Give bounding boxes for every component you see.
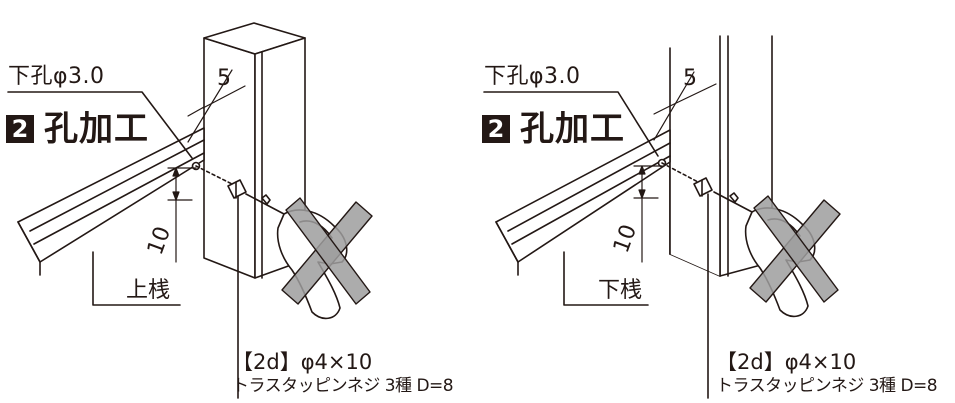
dim-height-lines [633, 165, 663, 263]
dim-offset-label: 5 [683, 66, 697, 91]
step-number-badge: 2 [6, 115, 34, 143]
prohibited-cross-icon [749, 195, 841, 303]
prohibited-cross-icon [281, 197, 373, 305]
pilot-hole-label: 下孔φ3.0 [8, 64, 105, 89]
rail-leader [563, 251, 649, 306]
screw-desc-label: トラスタッピンネジ 3種 D=8 [716, 376, 938, 396]
screw-icon [661, 162, 713, 399]
screw-size-label: 【2d】φ4×10 [716, 350, 857, 374]
pilot-hole-label: 下孔φ3.0 [484, 64, 581, 89]
dim-offset-label: 5 [217, 66, 231, 91]
assembly-drawing-lower [483, 35, 841, 399]
assembly-drawing-upper [7, 22, 373, 399]
pilot-hole-leader [483, 91, 659, 157]
screw-desc-label: トラスタッピンネジ 3種 D=8 [232, 376, 454, 396]
step-number-badge: 2 [482, 115, 510, 143]
step-heading: 2 孔加工 [482, 112, 625, 146]
dim-height-lines [167, 167, 197, 263]
pilot-hole-leader [7, 91, 193, 159]
rail [495, 129, 671, 276]
step-heading: 2 孔加工 [6, 112, 149, 146]
dim-offset-lines [653, 71, 717, 141]
step-title: 孔加工 [520, 109, 625, 149]
step-title: 孔加工 [44, 109, 149, 149]
rail-label: 上桟 [126, 278, 171, 303]
dim-offset-lines [187, 69, 246, 143]
rail-label: 下桟 [598, 278, 643, 303]
screw-size-label: 【2d】φ4×10 [232, 350, 373, 374]
rail-leader [92, 251, 181, 306]
screw-icon [195, 165, 247, 399]
